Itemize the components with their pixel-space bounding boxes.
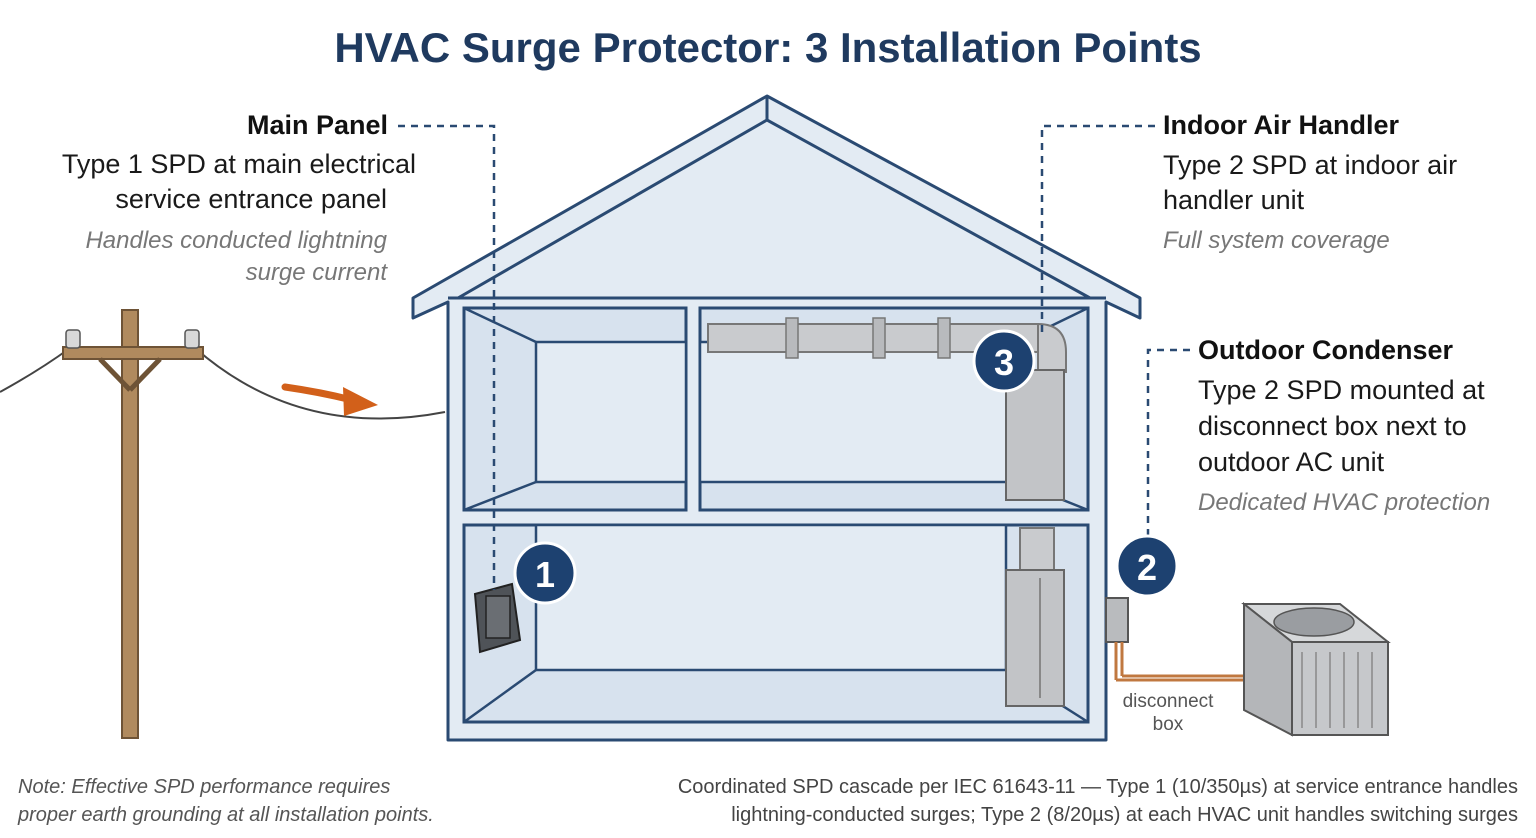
callout-air-handler-heading: Indoor Air Handler bbox=[1163, 110, 1400, 140]
callout-condenser-line3: outdoor AC unit bbox=[1198, 447, 1385, 477]
marker-1: 1 bbox=[513, 541, 577, 605]
ac-condenser-icon bbox=[1241, 601, 1391, 737]
callout-main-panel: Main Panel bbox=[0, 110, 388, 141]
footer-grounding-note: Note: Effective SPD performance requires… bbox=[18, 773, 434, 829]
callout-air-handler-line1: Type 2 SPD at indoor air bbox=[1163, 150, 1458, 180]
callout-condenser-line1: Type 2 SPD mounted at bbox=[1198, 375, 1485, 405]
house-cutaway-icon bbox=[411, 94, 1142, 742]
callout-main-panel-note1: Handles conducted lightning bbox=[85, 227, 387, 254]
callout-air-handler-note1: Full system coverage bbox=[1163, 227, 1390, 254]
svg-text:1: 1 bbox=[535, 554, 555, 595]
footer-cascade-note: Coordinated SPD cascade per IEC 61643-11… bbox=[538, 773, 1518, 829]
callout-condenser-note1: Dedicated HVAC protection bbox=[1198, 489, 1491, 516]
callout-condenser-line2: disconnect box next to bbox=[1198, 411, 1467, 441]
callout-air-handler-line2: handler unit bbox=[1163, 185, 1305, 215]
footer-right-line1: Coordinated SPD cascade per IEC 61643-11… bbox=[677, 776, 1518, 798]
svg-text:2: 2 bbox=[1137, 547, 1157, 588]
electrical-panel-icon bbox=[473, 582, 522, 654]
callout-main-panel-line2: service entrance panel bbox=[115, 184, 387, 214]
footer-left-line1: Note: Effective SPD performance requires bbox=[18, 776, 391, 798]
leader-main-panel bbox=[398, 124, 496, 590]
disconnect-box-icon bbox=[1105, 597, 1256, 682]
power-line-left bbox=[0, 347, 71, 393]
callout-main-panel-line1: Type 1 SPD at main electrical bbox=[61, 149, 416, 179]
marker-2: 2 bbox=[1115, 534, 1179, 598]
disconnect-box-label: disconnect box bbox=[1108, 690, 1228, 736]
leader-lines bbox=[398, 124, 1190, 590]
leader-condenser bbox=[1146, 348, 1190, 540]
callout-main-panel-heading: Main Panel bbox=[246, 110, 388, 140]
callout-condenser-heading: Outdoor Condenser bbox=[1198, 335, 1453, 365]
footer-right-line2: lightning-conducted surges; Type 2 (8/20… bbox=[731, 804, 1518, 826]
callout-main-panel-note2: surge current bbox=[245, 259, 387, 286]
disconnect-label-line1: disconnect bbox=[1122, 691, 1214, 712]
surge-arrow-icon bbox=[281, 383, 378, 416]
power-line-main bbox=[194, 347, 446, 420]
page-title: HVAC Surge Protector: 3 Installation Poi… bbox=[334, 24, 1202, 71]
utility-pole-icon bbox=[62, 309, 204, 739]
air-handler-icon bbox=[1005, 369, 1065, 707]
footer-left-line2: proper earth grounding at all installati… bbox=[18, 804, 434, 826]
svg-text:3: 3 bbox=[994, 342, 1014, 383]
disconnect-label-line2: box bbox=[1152, 714, 1184, 735]
marker-3: 3 bbox=[972, 329, 1036, 393]
